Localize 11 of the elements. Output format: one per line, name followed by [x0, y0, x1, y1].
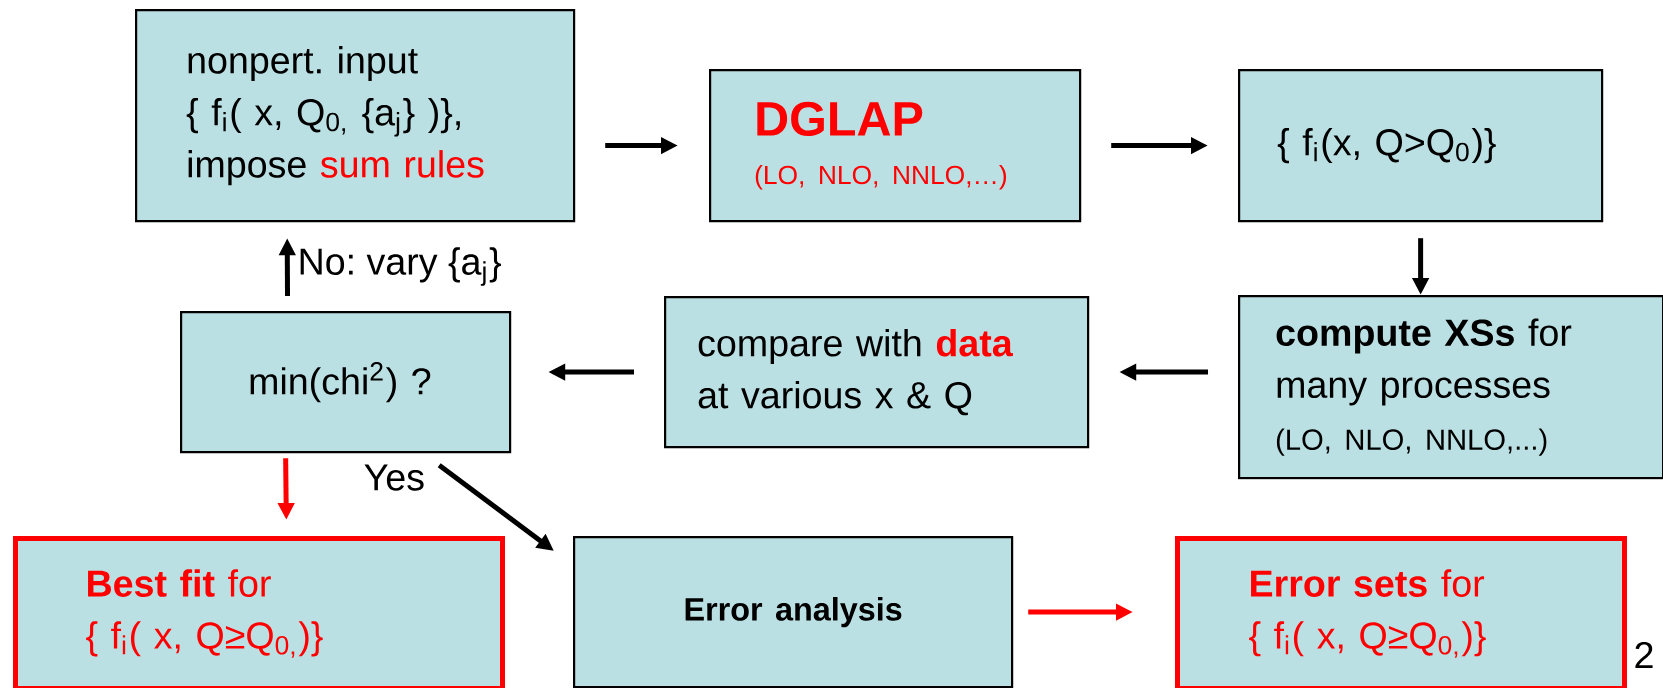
edge-label: No: vary {a$_{j}$}	[300, 247, 501, 286]
process-box: compare with data at various x & Q	[664, 296, 1090, 449]
process-box: compute XSs for many processes (LO, NLO, NNLO,...)	[1238, 294, 1663, 480]
process-box: Error sets for { f$_{i}$( x, Q≥Q$_{0,}$)}	[1175, 536, 1628, 688]
edge-label: Yes	[364, 464, 424, 491]
process-box: nonpert. input { f$_{i}$( x, Q$_{0,}$ {a$_{j}$} )}, impose sum rules	[135, 9, 576, 223]
process-box: Best fit for { f$_{i}$( x, Q≥Q$_{0,}$)}	[13, 536, 505, 688]
process-box: { f$_{i}$(x, Q>Q$_{0}$)}	[1238, 69, 1604, 223]
process-box: Error analysis	[573, 536, 1014, 688]
process-box: min(chi$^{2}$) ?	[180, 310, 512, 454]
process-box: DGLAP (LO, NLO, NNLO,…)	[709, 69, 1082, 223]
